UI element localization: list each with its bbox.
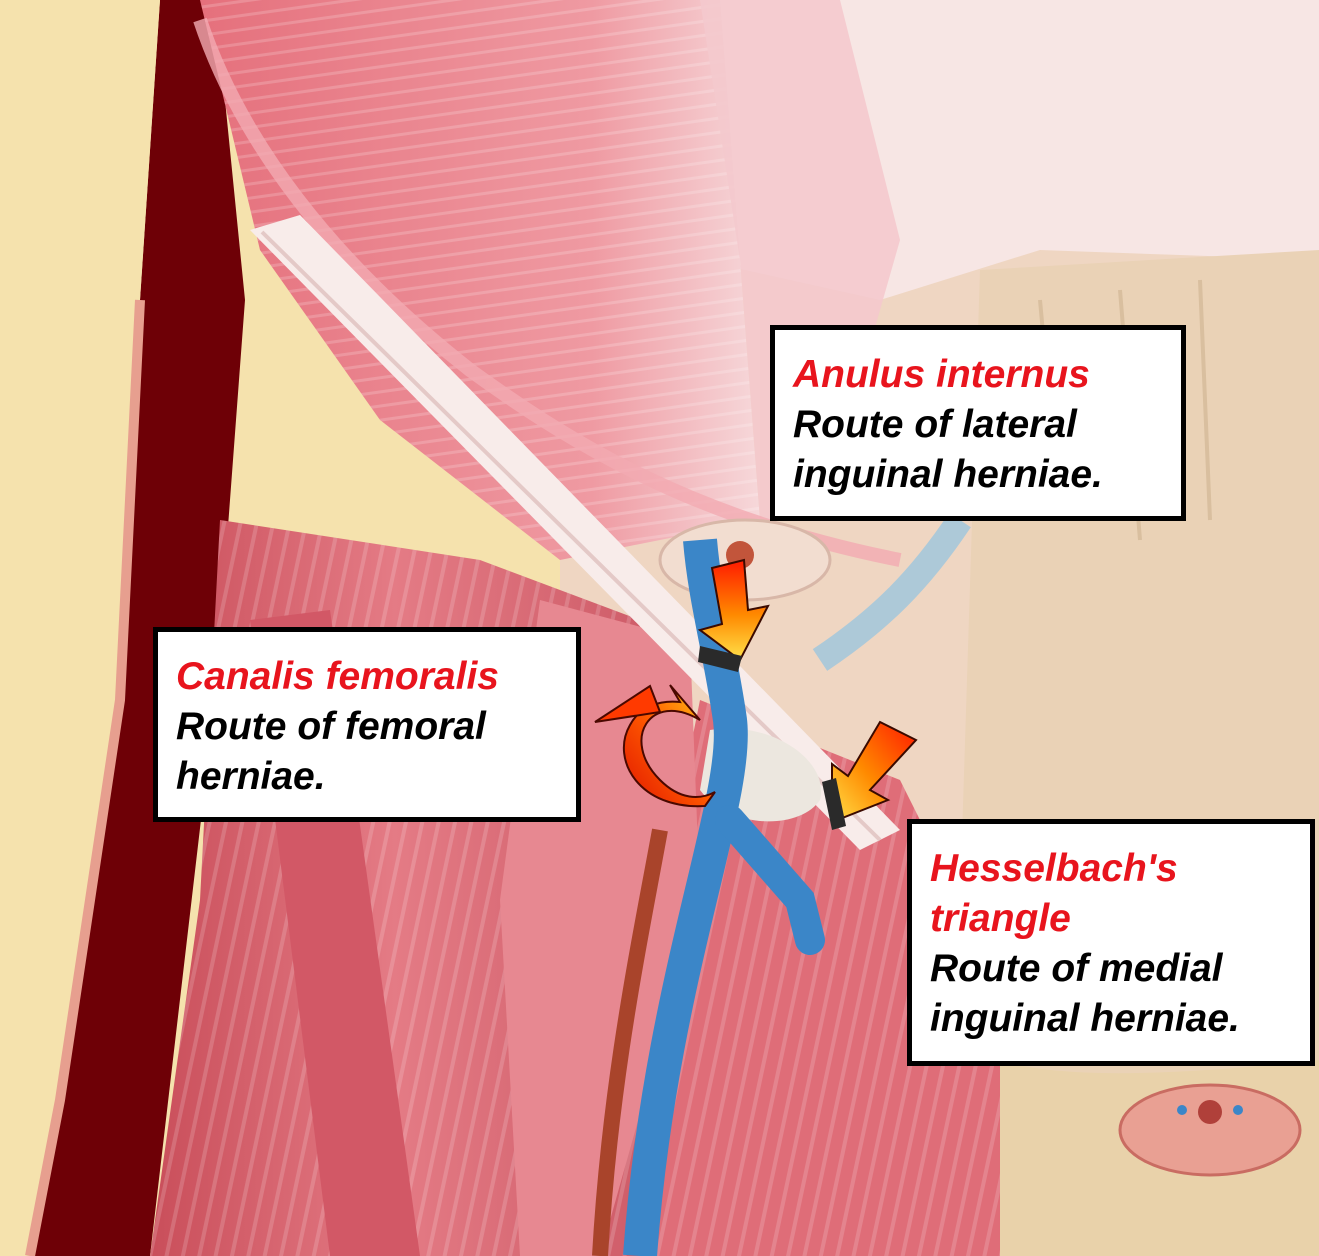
canalis-desc-line2: herniae. (176, 752, 556, 802)
hesselbach-desc-line1: Route of medial (930, 944, 1290, 994)
anulus-title: Anulus internus (793, 350, 1161, 400)
anulus-desc-line2: inguinal herniae. (793, 450, 1161, 500)
canalis-desc-line1: Route of femoral (176, 702, 556, 752)
bladder (1120, 1085, 1300, 1175)
anulus-internus-label: Anulus internus Route of lateral inguina… (770, 325, 1186, 521)
hesselbach-desc-line2: inguinal herniae. (930, 994, 1290, 1044)
canalis-femoralis-label: Canalis femoralis Route of femoral herni… (153, 627, 581, 822)
hesselbach-title-line1: Hesselbach's (930, 844, 1290, 894)
hesselbach-title-line2: triangle (930, 894, 1290, 944)
anulus-desc-line1: Route of lateral (793, 400, 1161, 450)
canalis-title: Canalis femoralis (176, 652, 556, 702)
hesselbach-triangle-label: Hesselbach's triangle Route of medial in… (907, 819, 1315, 1066)
